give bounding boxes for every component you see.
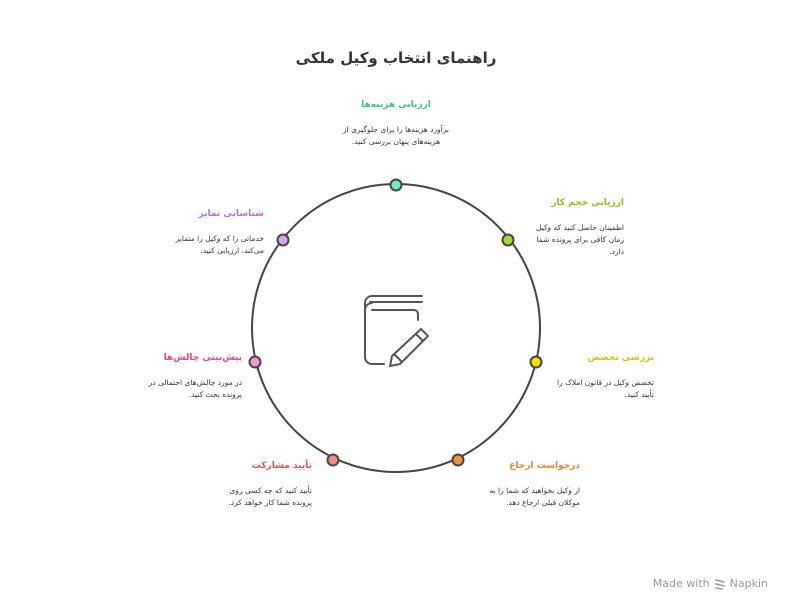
step-cost: ارزیابی هزینه‌ها برآورد هزینه‌ها را برای…	[338, 100, 454, 148]
step-description: تخصص وکیل در قانون املاک را تأیید کنید.	[557, 378, 654, 399]
node-cost[interactable]	[389, 178, 403, 192]
step-nodes	[248, 178, 543, 467]
step-description: برآورد هزینه‌ها را برای جلوگیری از هزینه…	[343, 125, 449, 146]
step-title: تأیید مشارکت	[251, 461, 312, 471]
step-title: بررسی تخصص	[587, 353, 654, 363]
node-distinction[interactable]	[276, 233, 290, 247]
step-workload: ارزیابی حجم کار اطمینان حاصل کنید که وکی…	[520, 198, 624, 258]
step-description: از وکیل بخواهید که شما را به موکلان قبلی…	[489, 486, 581, 507]
book-pencil-icon	[364, 295, 429, 367]
step-participation: تأیید مشارکت تأیید کنید که چه کسی روی پر…	[210, 461, 312, 509]
step-distinction: شناسایی تمایز خدماتی را که وکیل را متمای…	[160, 209, 264, 257]
footer-brand: Napkin	[729, 577, 768, 590]
step-description: تأیید کنید که چه کسی روی پرونده شما کار …	[228, 486, 312, 507]
step-title: درخواست ارجاع	[509, 461, 580, 471]
node-referral[interactable]	[451, 453, 465, 467]
node-specialty[interactable]	[529, 355, 543, 369]
step-title: ارزیابی حجم کار	[551, 198, 624, 208]
made-with-napkin[interactable]: Made with Napkin	[653, 577, 768, 590]
cycle-ring	[251, 183, 541, 473]
step-description: در مورد چالش‌های احتمالی در پرونده بحث ک…	[148, 378, 242, 399]
node-participation[interactable]	[326, 453, 340, 467]
step-title: شناسایی تمایز	[198, 209, 264, 219]
step-title: پیش‌بینی چالش‌ها	[163, 353, 242, 363]
node-workload[interactable]	[501, 233, 515, 247]
page-title: راهنمای انتخاب وکیل ملکی	[295, 49, 497, 67]
node-challenges[interactable]	[248, 355, 262, 369]
step-title: ارزیابی هزینه‌ها	[361, 100, 431, 110]
step-description: خدماتی را که وکیل را متمایز می‌کند، ارزی…	[175, 234, 264, 255]
step-description: اطمینان حاصل کنید که وکیل زمان کافی برای…	[536, 223, 624, 256]
step-challenges: پیش‌بینی چالش‌ها در مورد چالش‌های احتمال…	[130, 353, 242, 401]
step-referral: درخواست ارجاع از وکیل بخواهید که شما را …	[470, 461, 581, 509]
step-specialty: بررسی تخصص تخصص وکیل در قانون املاک را ت…	[548, 353, 654, 401]
footer-text: Made with	[652, 577, 710, 590]
napkin-logo-icon	[714, 578, 725, 590]
